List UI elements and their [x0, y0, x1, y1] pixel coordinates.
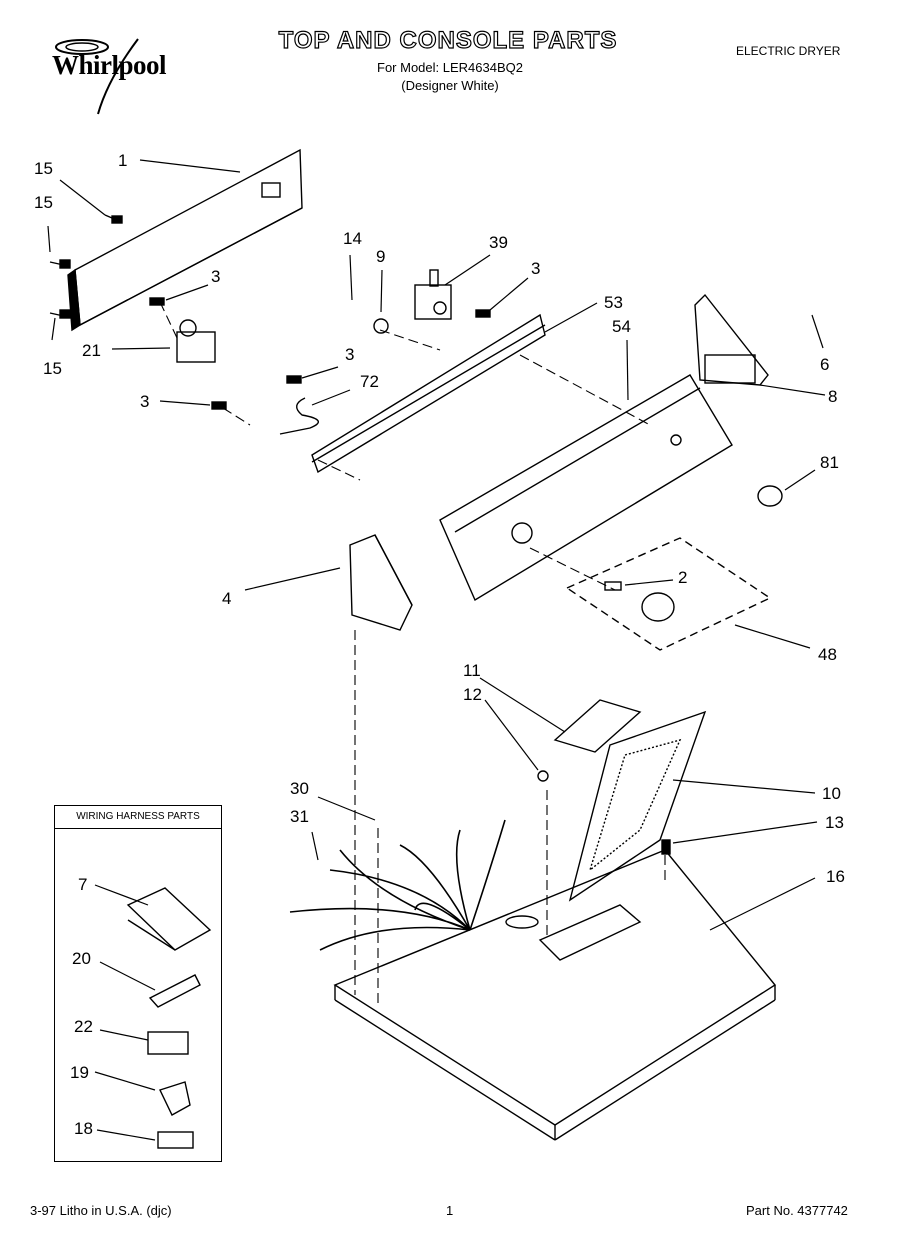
- callout-label: 15: [34, 193, 53, 212]
- product-category: ELECTRIC DRYER: [736, 44, 841, 58]
- callout-label: 72: [360, 372, 379, 391]
- callout-label: 20: [72, 949, 91, 968]
- callout-label: 12: [463, 685, 482, 704]
- harness-box-arrows: [94, 884, 156, 1141]
- console-panel-part: [67, 148, 303, 332]
- screw-part: [661, 839, 671, 855]
- whirlpool-logo: [48, 34, 208, 124]
- callout-label: 3: [211, 267, 221, 286]
- screw-part: [49, 214, 123, 319]
- screw-part: [149, 297, 491, 410]
- callout-label: 18: [74, 1119, 93, 1138]
- callout-label: 4: [222, 589, 232, 608]
- harness-box-title: WIRING HARNESS PARTS: [55, 806, 221, 829]
- dryer-top-part: [333, 849, 777, 1141]
- callout-label: 3: [345, 345, 355, 364]
- console-part: [439, 374, 733, 602]
- callout-label: 19: [70, 1063, 89, 1082]
- callout-label: 48: [818, 645, 837, 664]
- callout-label: 3: [140, 392, 150, 411]
- wiring-harness-part: [289, 819, 506, 951]
- lint-cover-part: [553, 699, 642, 753]
- wiring-harness-parts-box: WIRING HARNESS PARTS: [54, 805, 222, 1162]
- left-end-cap-part: [349, 534, 413, 631]
- knob-assembly-outline: [565, 537, 772, 651]
- callout-label: 30: [290, 779, 309, 798]
- page-number: 1: [446, 1203, 454, 1218]
- callout-label: 10: [822, 784, 841, 803]
- callout-label: 39: [489, 233, 508, 252]
- start-switch-part: [414, 269, 452, 320]
- harness-connector-7: [126, 887, 212, 951]
- logo-swoosh-icon: [55, 38, 139, 115]
- callout-label: 31: [290, 807, 309, 826]
- callout-label: 54: [612, 317, 631, 336]
- callout-label: 2: [678, 568, 688, 587]
- knob-part: [757, 485, 783, 507]
- callout-label: 7: [78, 875, 88, 894]
- callout-label: 11: [463, 661, 481, 680]
- harness-terminal-20: [148, 974, 201, 1008]
- callout-label: 3: [531, 259, 541, 278]
- wire-part: [279, 397, 319, 435]
- callout-label: 22: [74, 1017, 93, 1036]
- assembly-guide-lines: [159, 301, 666, 1005]
- spring-part: [604, 581, 622, 591]
- callout-label: 16: [826, 867, 845, 886]
- page-title: TOP AND CONSOLE PARTS: [278, 26, 618, 54]
- end-cap-part: [694, 293, 769, 386]
- timer-knob-part: [641, 592, 675, 622]
- console-bracket-part: [311, 313, 546, 474]
- harness-connector-22: [147, 1031, 189, 1055]
- harness-connector-18: [157, 1131, 194, 1149]
- harness-clip-19: [159, 1081, 191, 1116]
- callout-label: 1: [118, 151, 128, 170]
- part-number: Part No. 4377742: [746, 1203, 848, 1218]
- timer-part: [176, 319, 216, 363]
- lint-screen-part: [568, 710, 707, 902]
- switch-part: [373, 318, 389, 334]
- print-info: 3-97 Litho in U.S.A. (djc): [30, 1203, 172, 1218]
- variant-line: (Designer White): [401, 78, 499, 93]
- callout-label: 13: [825, 813, 844, 832]
- callout-label: 21: [82, 341, 101, 360]
- brand-name: Whirlpool: [52, 50, 167, 80]
- callout-label: 8: [828, 387, 838, 406]
- callout-label: 81: [820, 453, 839, 472]
- callout-label: 53: [604, 293, 623, 312]
- callout-label: 15: [34, 159, 53, 178]
- model-line: For Model: LER4634BQ2: [377, 60, 523, 75]
- callout-label: 14: [343, 229, 362, 248]
- clip-part: [537, 770, 549, 782]
- callout-label: 6: [820, 355, 830, 374]
- callout-arrows: [47, 159, 826, 931]
- callout-label: 9: [376, 247, 386, 266]
- callout-label: 15: [43, 359, 62, 378]
